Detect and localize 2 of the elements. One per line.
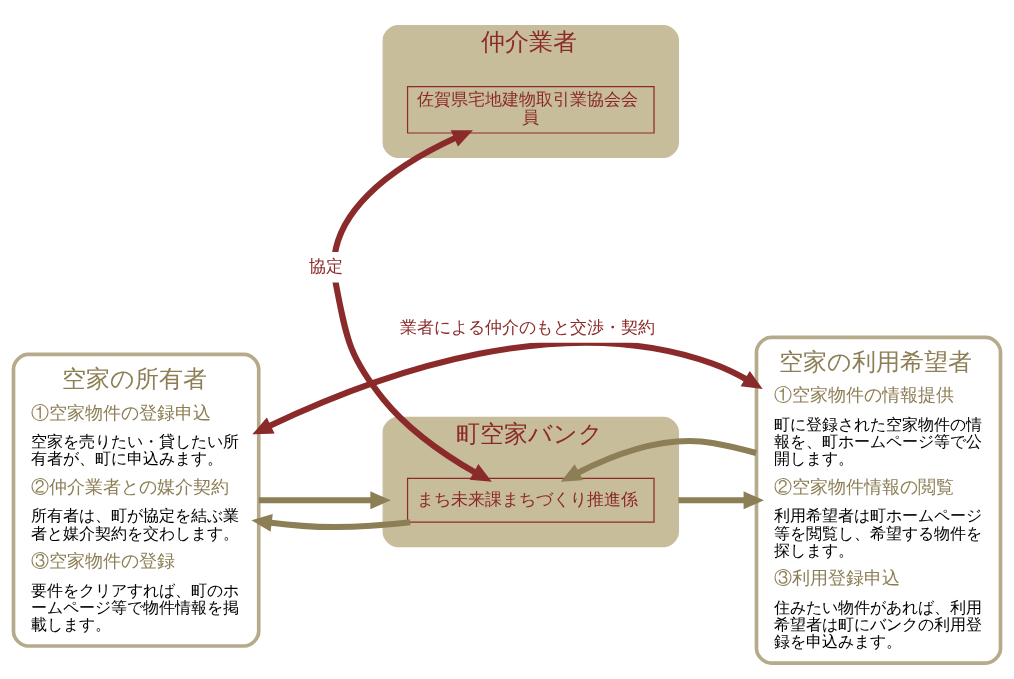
- edge-label: 業者による仲介のもと交渉・契約: [400, 316, 656, 337]
- edge-label: 協定: [309, 256, 344, 277]
